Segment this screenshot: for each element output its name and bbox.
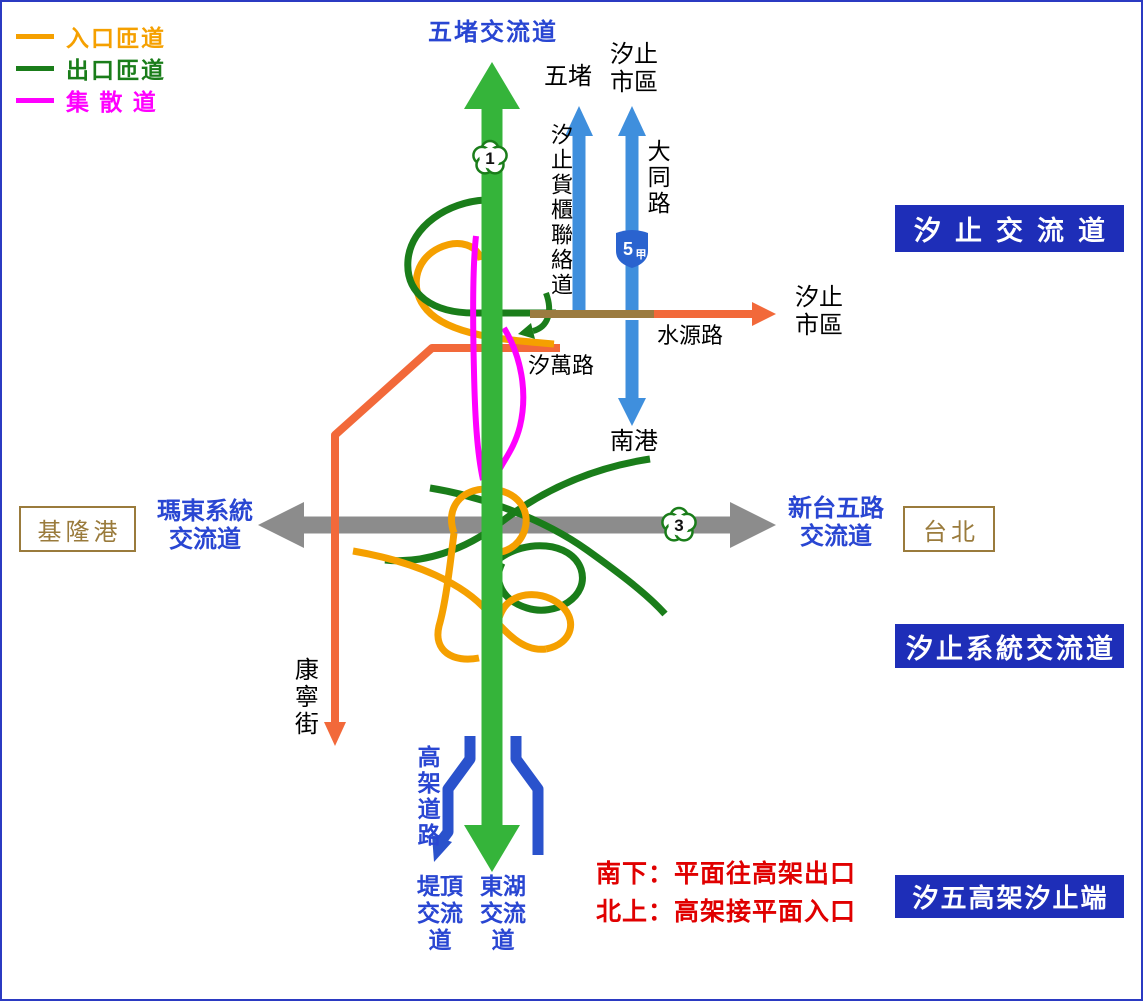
keelung-port-box: 基隆港 (19, 506, 136, 552)
xizhi-interchange-box: 汐止交流道 (895, 205, 1124, 252)
donghu-interchange-label: 東湖 交流 道 (480, 873, 526, 954)
legend-exit-ramp: 出口匝道 (16, 52, 166, 84)
national-highway-3-shield: 3 (661, 506, 697, 542)
exit-ramp-xiwan-arrowhead (518, 323, 535, 339)
freeway-1-arrowhead-south (464, 825, 520, 872)
xiwu-elevated-end-box: 汐五高架汐止端 (895, 875, 1124, 918)
container-road-arrowhead (565, 106, 593, 136)
entrance-ramp-system-loop-north (448, 485, 530, 557)
freeway-3-arrowhead-east (730, 502, 776, 548)
exit-ramp-swatch (16, 65, 54, 71)
legend-collector: 集 散 道 (16, 84, 166, 116)
note-southbound: 南下：平面往高架出口 (596, 860, 857, 888)
shield-1-number: 1 (485, 149, 494, 168)
shield-5-suffix: 甲 (636, 248, 647, 261)
provincial-highway-5a-shield: 5 甲 (616, 230, 648, 268)
tiding-interchange-label: 堤頂 交流 道 (417, 873, 463, 954)
legend: 入口匝道 出口匝道 集 散 道 (16, 20, 166, 116)
kangning-street-arrowhead (324, 722, 346, 746)
xizhi-city-top-label: 汐止 市區 (610, 41, 658, 97)
shield-5-number: 5 (623, 239, 633, 259)
xiwan-road-label: 汐萬路 (528, 353, 595, 378)
elevated-road-right (510, 736, 544, 855)
kangning-street-road (331, 344, 560, 726)
wudu-interchange-label: 五堵交流道 (428, 19, 558, 46)
xizhi-system-interchange-box: 汐止系統交流道 (895, 624, 1124, 668)
elevated-road-label: 高架道路 (414, 745, 441, 849)
wudu-label: 五堵 (544, 63, 592, 90)
elevated-road-arrowhead (432, 835, 452, 862)
datong-road-label: 大同路 (644, 139, 671, 217)
collector-swatch (16, 97, 54, 103)
container-road-label: 汐止貨櫃聯絡道 (547, 123, 573, 298)
shuiyuan-road-arrowhead (752, 302, 776, 326)
freeway-1-arrowhead-north (464, 62, 520, 109)
national-highway-1-shield: 1 (472, 139, 508, 175)
nangang-label: 南港 (610, 428, 658, 455)
note-northbound: 北上：高架接平面入口 (596, 898, 857, 926)
xizhi-city-right-label: 汐止 市區 (795, 284, 843, 340)
freeway-3-arrowhead-west (258, 502, 304, 548)
madong-system-label: 瑪東系統 交流道 (157, 498, 253, 554)
exit-ramp-system-nw-se (429, 484, 668, 617)
xintaiwu-label: 新台五路 交流道 (788, 495, 884, 551)
kangning-street-label: 康寧街 (290, 657, 318, 738)
elevated-road-left (437, 736, 476, 844)
taipei-box: 台北 (903, 506, 995, 552)
datong-road-south-arrowhead (618, 398, 646, 426)
legend-exit-label: 出口匝道 (66, 57, 166, 83)
entrance-ramp-system-south (434, 532, 480, 663)
exit-ramp-system-loop (495, 542, 586, 614)
legend-collector-label: 集 散 道 (66, 89, 158, 115)
legend-entrance-label: 入口匝道 (66, 25, 166, 51)
datong-road-north-arrowhead (618, 106, 646, 136)
shield-3-number: 3 (674, 516, 683, 535)
shuiyuan-road-label: 水源路 (657, 323, 724, 348)
entrance-ramp-swatch (16, 33, 54, 39)
collector-road-left (470, 235, 486, 481)
exit-ramp-upper-loop (404, 196, 556, 317)
legend-entrance-ramp: 入口匝道 (16, 20, 166, 52)
